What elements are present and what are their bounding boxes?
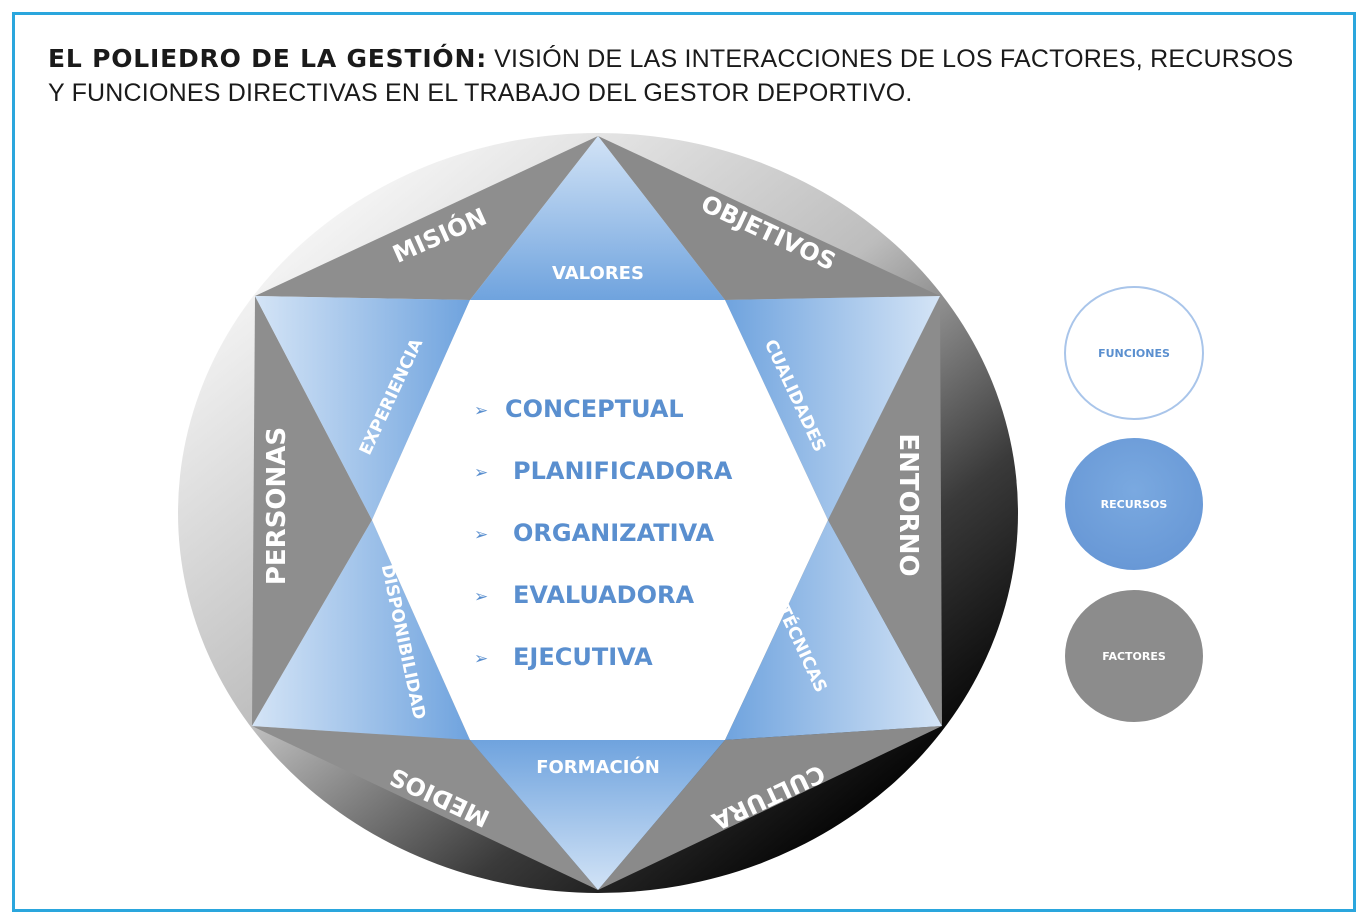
resource-label-valores: VALORES: [552, 263, 644, 284]
factor-label-personas: PERSONAS: [262, 427, 292, 585]
function-list: ➢ CONCEPTUAL ➢ PLANIFICADORA ➢ ORGANIZAT…: [474, 395, 733, 671]
resource-triangle-valores: [470, 136, 725, 300]
bullet-icon: ➢: [474, 463, 488, 483]
legend: FUNCIONES RECURSOS FACTORES: [1064, 286, 1204, 722]
bullet-icon: ➢: [474, 401, 488, 421]
function-item-conceptual: CONCEPTUAL: [505, 395, 684, 423]
factor-triangle-medios: [252, 726, 598, 890]
factor-triangle-mision: [255, 136, 598, 300]
resource-triangle-experiencia: [255, 296, 470, 520]
legend-circle-recursos: [1065, 438, 1203, 570]
resource-triangles: [252, 136, 942, 890]
bullet-icon: ➢: [474, 649, 488, 669]
legend-circle-factores: [1065, 590, 1203, 722]
legend-label-funciones: FUNCIONES: [1098, 347, 1170, 360]
function-item-evaluadora: EVALUADORA: [513, 581, 694, 609]
function-item-ejecutiva: EJECUTIVA: [513, 643, 653, 671]
factor-triangles: [252, 136, 942, 890]
bullet-icon: ➢: [474, 525, 488, 545]
function-item-organizativa: ORGANIZATIVA: [513, 519, 715, 547]
resource-triangle-disponibilidad: [252, 520, 470, 740]
title-bold: EL POLIEDRO DE LA GESTIÓN:: [48, 44, 488, 73]
factor-triangle-objetivos: [598, 136, 940, 300]
central-hexagon: [372, 300, 828, 740]
resource-triangle-formacion: [470, 740, 725, 890]
factor-triangle-entorno: [828, 296, 942, 726]
function-item-planificadora: PLANIFICADORA: [513, 457, 733, 485]
factor-triangle-personas: [252, 296, 372, 726]
resource-triangle-tecnicas: [725, 520, 942, 740]
resource-triangle-cualidades: [725, 296, 940, 520]
legend-circle-funciones: [1064, 286, 1204, 420]
legend-label-factores: FACTORES: [1102, 650, 1166, 663]
title-rest: VISIÓN DE LAS INTERACCIONES DE LOS FACTO…: [48, 45, 1294, 107]
page-title: EL POLIEDRO DE LA GESTIÓN: VISIÓN DE LAS…: [48, 42, 1308, 110]
resource-label-formacion: FORMACIÓN: [536, 756, 660, 778]
legend-label-recursos: RECURSOS: [1101, 498, 1168, 511]
diagram-frame: [12, 12, 1356, 912]
factor-label-entorno: ENTORNO: [893, 433, 923, 576]
bullet-icon: ➢: [474, 587, 488, 607]
factor-triangle-cultura: [598, 726, 942, 890]
